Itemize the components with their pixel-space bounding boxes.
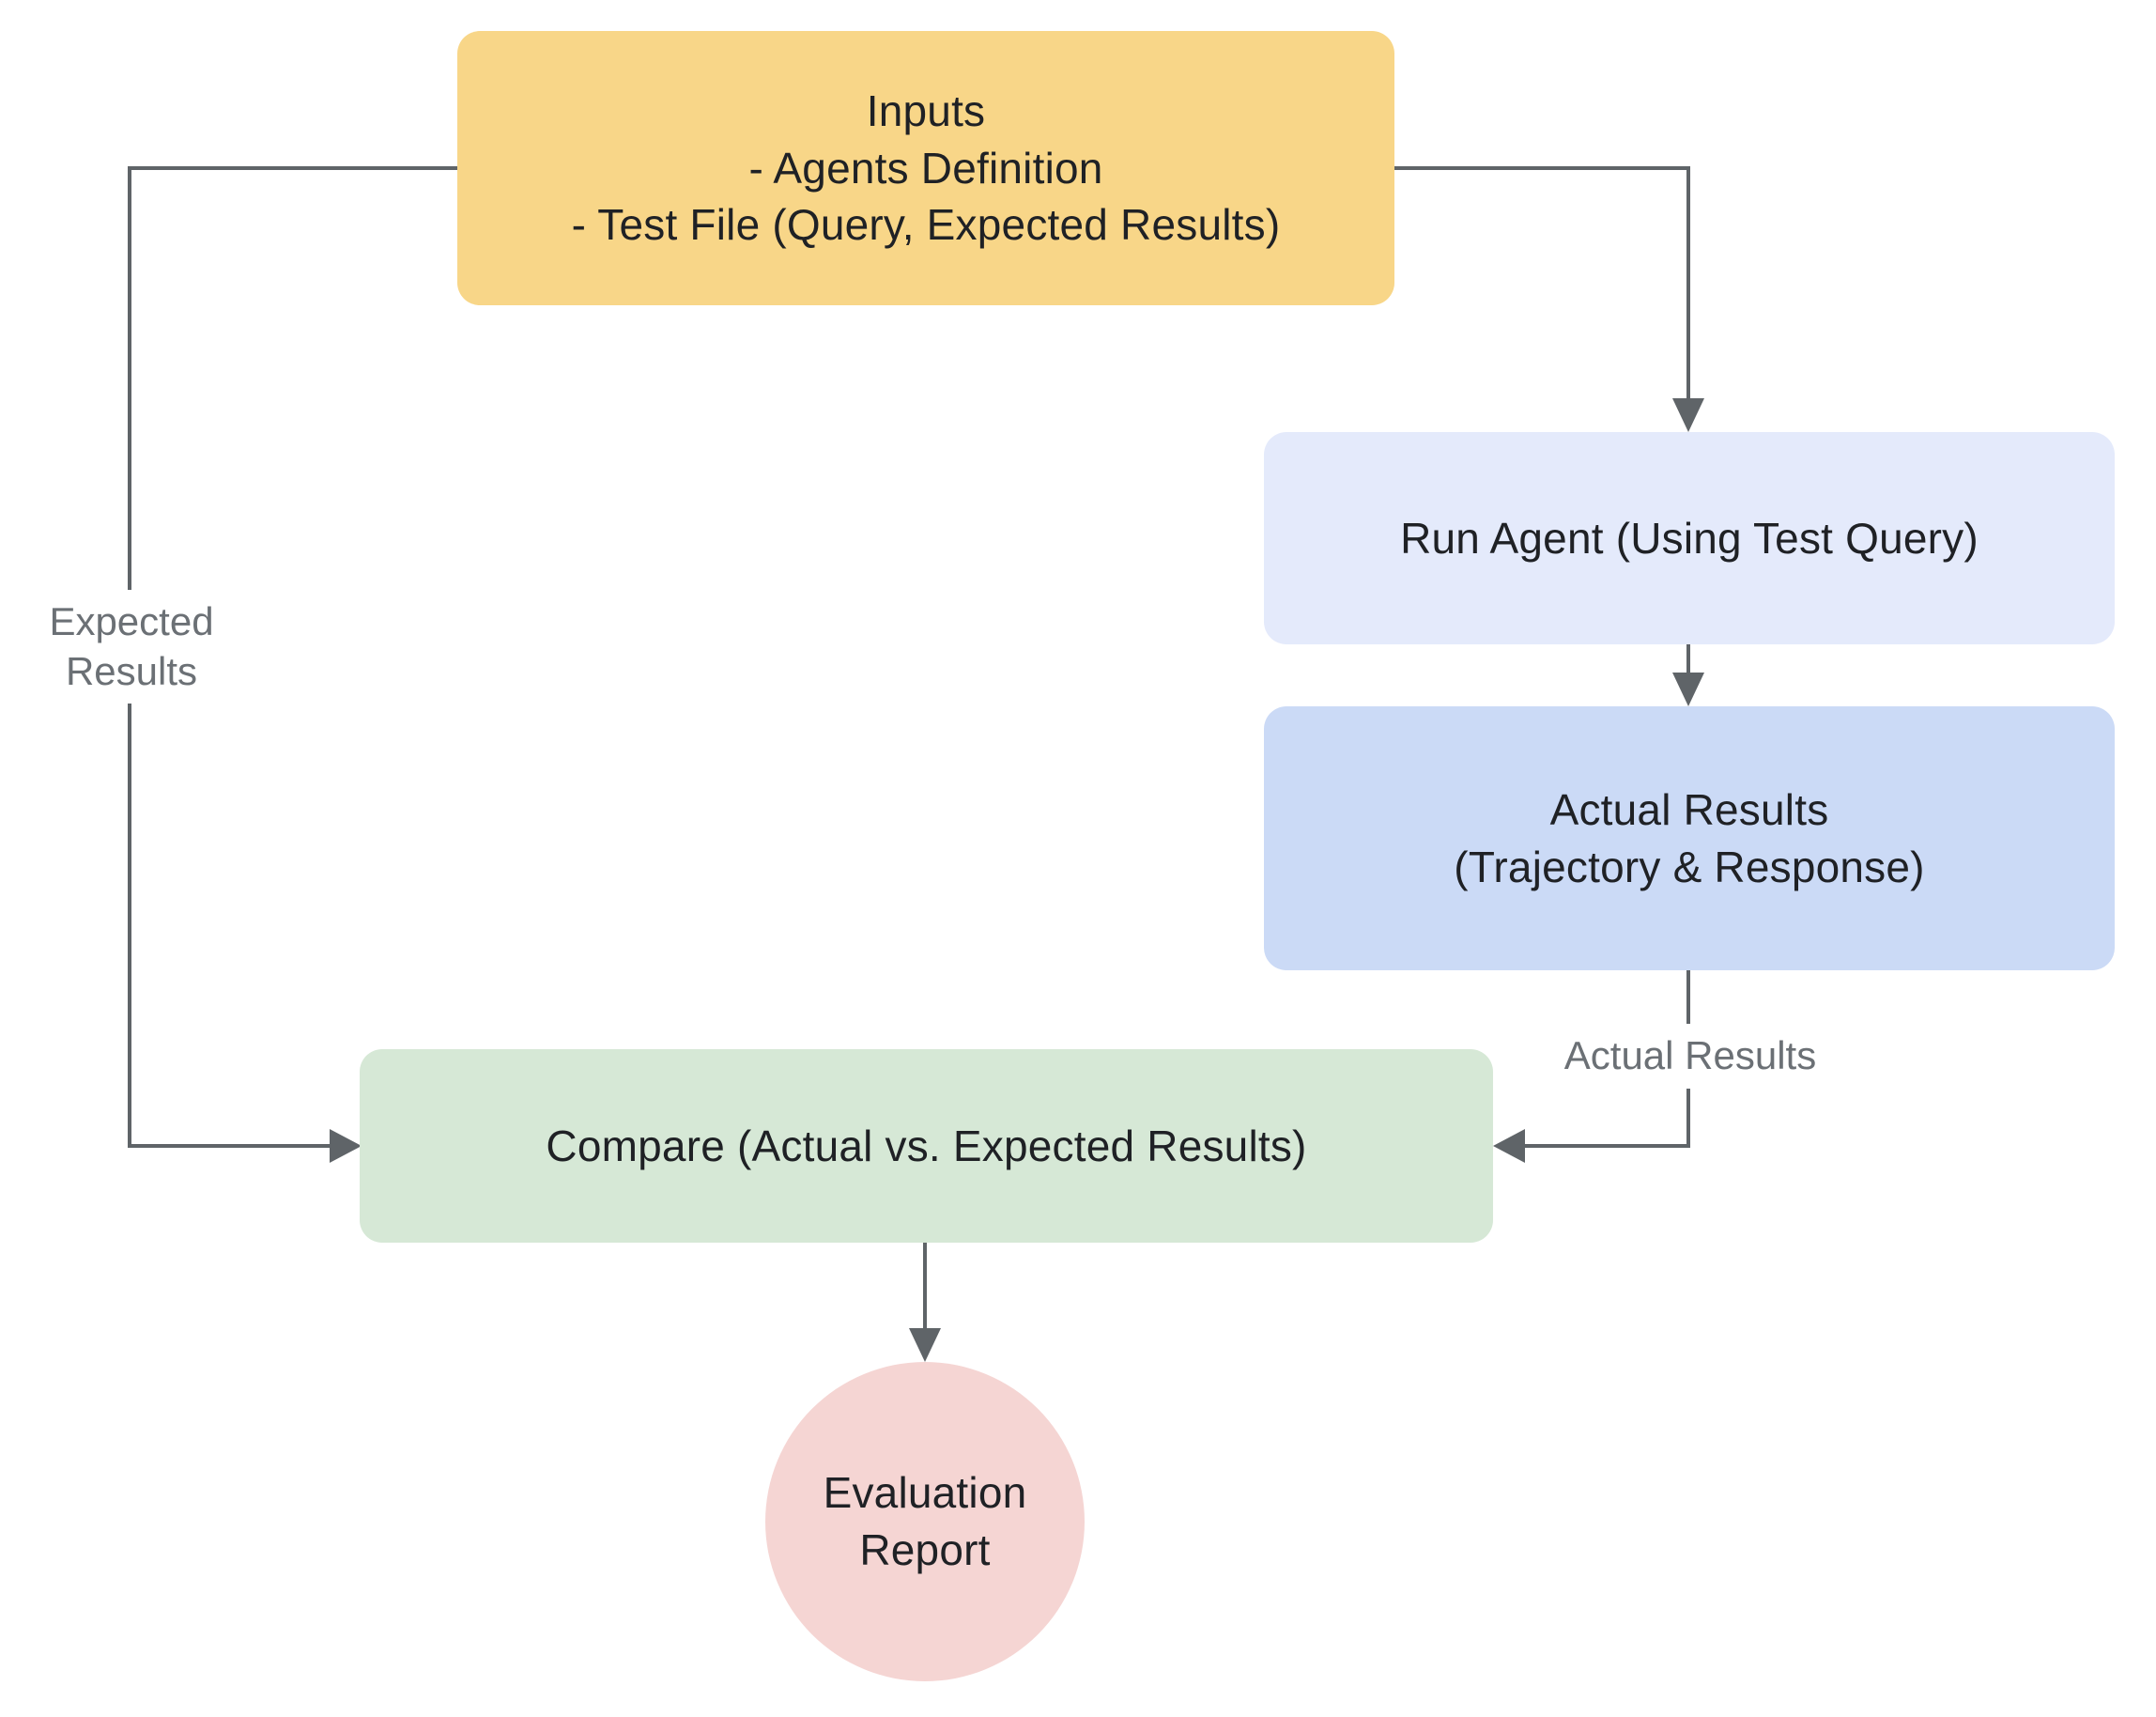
expected-results-edge-label: Expected Results: [15, 590, 248, 704]
compare-node: Compare (Actual vs. Expected Results): [360, 1049, 1493, 1243]
run-agent-node: Run Agent (Using Test Query): [1264, 432, 2115, 644]
evaluation-report-node: Evaluation Report: [765, 1362, 1085, 1681]
edge-inputs-to-compare-top-segment: [128, 166, 457, 170]
edge-compare-to-evaluation-report-segment: [923, 1243, 927, 1328]
actual-results-node: Actual Results (Trajectory & Response): [1264, 706, 2115, 970]
actual-results-edge-label: Actual Results: [1521, 1024, 1859, 1089]
expected-results-edge-label-line1: Expected: [49, 599, 214, 643]
inputs-node-label-line3: - Test File (Query, Expected Results): [571, 200, 1281, 250]
actual-results-node-label-line2: (Trajectory & Response): [1454, 842, 1925, 891]
evaluation-report-node-label-line2: Report: [859, 1525, 991, 1574]
edge-inputs-to-run-agent-top-segment: [1394, 166, 1690, 170]
arrowhead-into-compare-right: [1493, 1129, 1525, 1163]
actual-results-edge-label-line1: Actual Results: [1563, 1033, 1817, 1077]
arrowhead-into-evaluation-report: [909, 1328, 941, 1362]
inputs-node-label-line1: Inputs: [866, 85, 986, 135]
edge-inputs-to-run-agent-vertical-segment: [1686, 166, 1690, 398]
edge-run-agent-to-actual-results-segment: [1686, 644, 1690, 673]
arrowhead-into-run-agent: [1672, 398, 1704, 432]
edge-actual-results-to-compare-bottom-segment: [1525, 1144, 1690, 1148]
expected-results-edge-label-line2: Results: [65, 648, 198, 693]
run-agent-node-label: Run Agent (Using Test Query): [1400, 513, 1979, 563]
edge-inputs-to-compare-bottom-segment: [128, 1144, 331, 1148]
compare-node-label: Compare (Actual vs. Expected Results): [546, 1121, 1307, 1170]
actual-results-node-label-line1: Actual Results: [1549, 784, 1829, 834]
arrowhead-into-compare-left: [330, 1129, 362, 1163]
arrowhead-into-actual-results: [1672, 673, 1704, 706]
inputs-node-label-line2: - Agents Definition: [748, 143, 1103, 193]
evaluation-report-node-label-line1: Evaluation: [823, 1468, 1027, 1518]
inputs-node: Inputs - Agents Definition - Test File (…: [457, 31, 1394, 305]
